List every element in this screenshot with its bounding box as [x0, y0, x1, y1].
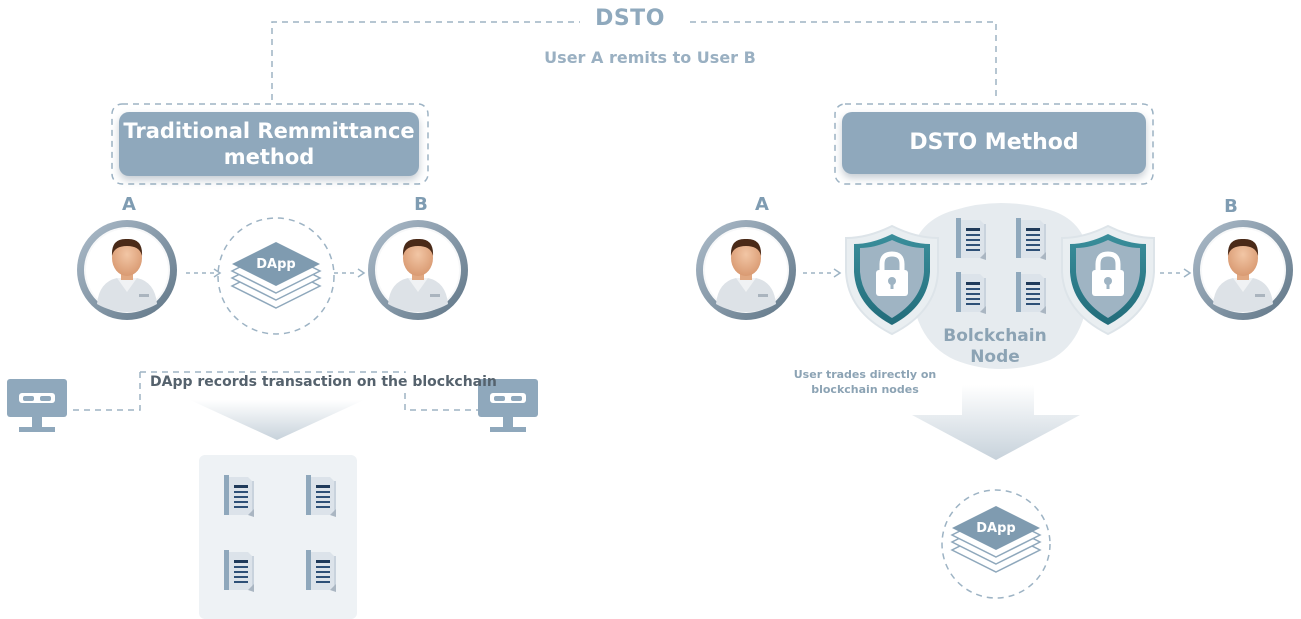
left-method-frame — [111, 103, 429, 185]
document-icon — [306, 550, 336, 592]
document-icon — [224, 475, 254, 517]
trade-caption: User trades directly on blockchain nodes — [793, 368, 937, 396]
user-a-avatar-icon — [696, 220, 796, 320]
dsto-method-title: DSTO Method — [842, 112, 1146, 174]
dapp-circle — [217, 217, 335, 335]
document-icon — [306, 475, 336, 517]
traditional-method-title: Traditional Remmittance method — [119, 112, 419, 176]
diagram-subtitle: User A remits to User B — [544, 48, 756, 67]
dsto-dapp-circle — [941, 489, 1051, 599]
left-user-a-label: A — [122, 194, 136, 215]
ledger-panel — [199, 455, 357, 619]
right-arrow-down-icon — [912, 385, 1080, 460]
dapp-stack-icon — [231, 241, 321, 309]
right-user-a-label: A — [755, 194, 769, 215]
user-b-avatar-icon — [368, 220, 468, 320]
left-arrow-down-icon — [190, 400, 364, 440]
document-icon — [1016, 272, 1046, 314]
left-monitor-icon — [7, 379, 67, 432]
right-dapp-label: DApp — [976, 521, 1016, 536]
record-connector — [70, 371, 478, 411]
document-icon — [956, 272, 986, 314]
user-a-avatar-icon — [77, 220, 177, 320]
left-user-b-label: B — [414, 194, 428, 215]
top-connector — [271, 21, 997, 100]
diagram-title: DSTO — [595, 6, 665, 31]
blockchain-node-caption: Bolckchain Node — [943, 326, 1047, 368]
left-dapp-label: DApp — [256, 257, 296, 272]
document-icon — [956, 218, 986, 260]
right-user-b-label: B — [1224, 196, 1238, 217]
document-icon — [1016, 218, 1046, 260]
dapp-stack-icon — [951, 505, 1041, 573]
document-icon — [224, 550, 254, 592]
record-caption: DApp records transaction on the blockcha… — [150, 373, 497, 392]
user-b-avatar-icon — [1193, 220, 1293, 320]
right-method-frame — [834, 103, 1154, 185]
